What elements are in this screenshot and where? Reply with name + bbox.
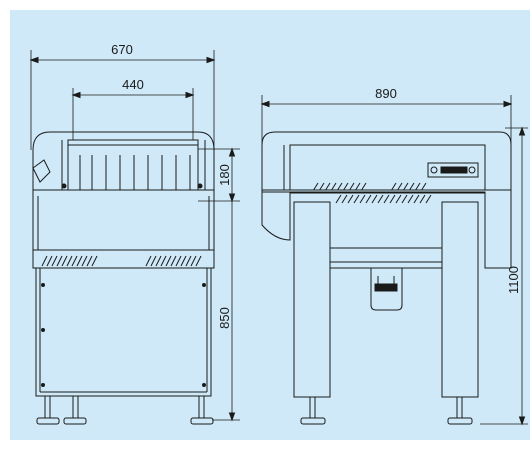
dim-table-height: 850 [212,201,240,422]
front-stand [35,267,212,397]
side-vents-bottom [335,194,432,204]
side-crossbar [329,247,443,269]
dim-table-height-label: 850 [217,307,232,329]
dim-opening-height-label: 180 [217,164,232,186]
front-vents-right [145,255,202,267]
side-body [261,189,512,269]
front-control-panel [32,159,51,183]
front-body-upper [32,189,215,251]
dim-total-height-label: 1100 [506,266,521,294]
dim-total-height: 1100 [480,126,528,426]
dim-opening-height: 180 [198,147,240,203]
dim-opening-width-label: 440 [122,77,144,92]
side-leg-right [441,201,479,398]
front-vents-left [41,255,98,267]
side-vents-top [312,182,427,192]
dim-side-width-label: 890 [375,86,397,101]
side-leg-left [293,201,331,398]
side-view [261,131,512,425]
front-feet [36,395,214,425]
side-feet [300,396,473,425]
front-view [32,131,215,425]
dim-side-width: 890 [260,86,513,145]
dim-front-width-label: 670 [111,42,133,57]
dim-front-width: 670 [29,42,216,150]
drawing-canvas: 670 440 180 850 890 1100 [10,10,530,440]
dim-opening-width: 440 [71,77,195,140]
